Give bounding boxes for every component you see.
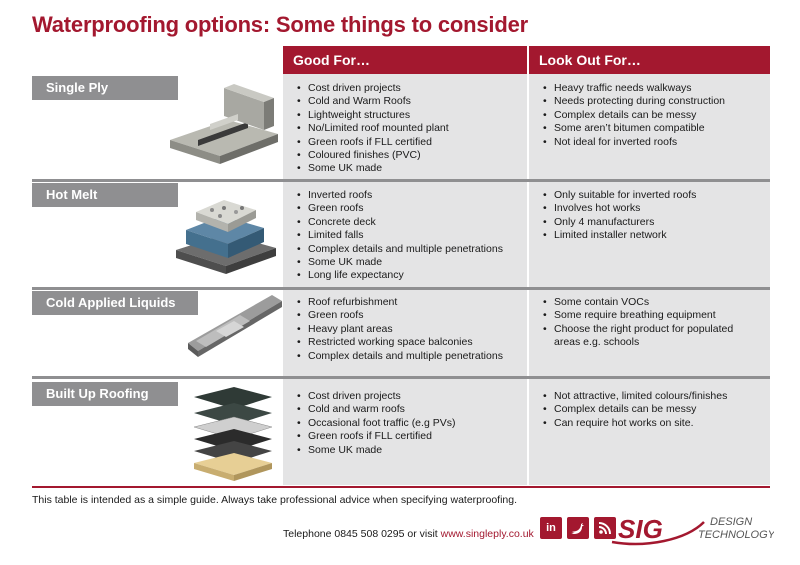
logo-line-technology: TECHNOLOGY [698,529,774,541]
list-item: Only suitable for inverted roofs [543,189,768,203]
list-item: Complex details can be messy [543,109,768,123]
built-up-roofing-illustration [193,387,273,481]
column-divider [527,74,529,485]
list-item: Concrete deck [297,216,522,230]
linkedin-icon[interactable]: in [540,517,562,539]
disclaimer-text: This table is intended as a simple guide… [32,494,518,506]
sig-design-technology-logo: SIG DESIGN TECHNOLOGY [611,514,774,546]
row-separator [32,376,770,379]
list-item: Only 4 manufacturers [543,216,768,230]
list-item: Heavy traffic needs walkways [543,82,768,96]
hot-melt-illustration [176,200,276,274]
row-label-cold-applied-liquids: Cold Applied Liquids [32,291,198,315]
list-item: Inverted roofs [297,189,522,203]
list-item: Can require hot works on site. [543,417,768,431]
list-item: Restricted working space balconies [297,336,522,350]
list-item: Some aren’t bitumen compatible [543,122,768,136]
list-item: Cold and warm roofs [297,403,522,417]
list-item: Complex details can be messy [543,403,768,417]
list-item: Green roofs if FLL certified [297,430,522,444]
cold-applied-good-for-list: Roof refurbishment Green roofs Heavy pla… [297,296,522,363]
list-item: Heavy plant areas [297,323,522,337]
rss-icon[interactable] [594,517,616,539]
row-separator [32,179,770,182]
list-item: Coloured finishes (PVC) [297,149,522,163]
row-label-single-ply: Single Ply [32,76,178,100]
list-item: Cost driven projects [297,82,522,96]
list-item: Not ideal for inverted roofs [543,136,768,150]
row-separator [32,287,770,290]
list-item: Roof refurbishment [297,296,522,310]
list-item: Limited falls [297,229,522,243]
list-item: Some require breathing equipment [543,309,743,323]
list-item: Long life expectancy [297,269,522,283]
list-item: Green roofs if FLL certified [297,136,522,150]
list-item: Cold and Warm Roofs [297,95,522,109]
row-label-built-up-roofing: Built Up Roofing [32,382,178,406]
list-item: Needs protecting during construction [543,95,768,109]
header-look-out-for: Look Out For… [529,46,770,74]
list-item: Limited installer network [543,229,768,243]
list-item: Not attractive, limited colours/finishes [543,390,768,404]
list-item: Some UK made [297,444,522,458]
list-item: Lightweight structures [297,109,522,123]
list-item: Occasional foot traffic (e.g PVs) [297,417,522,431]
cold-applied-look-out-list: Some contain VOCs Some require breathing… [543,296,743,350]
logo-line-design: DESIGN [710,516,752,528]
page-title: Waterproofing options: Some things to co… [32,12,528,37]
contact-line: Telephone 0845 508 0295 or visit www.sin… [283,528,534,540]
list-item: Some contain VOCs [543,296,743,310]
single-ply-illustration [170,84,278,164]
list-item: Some UK made [297,162,522,176]
list-item: Green roofs [297,202,522,216]
hot-melt-good-for-list: Inverted roofs Green roofs Concrete deck… [297,189,522,283]
single-ply-good-for-list: Cost driven projects Cold and Warm Roofs… [297,82,522,176]
list-item: Complex details and multiple penetration… [297,350,522,364]
list-item: No/Limited roof mounted plant [297,122,522,136]
list-item: Cost driven projects [297,390,522,404]
contact-phone: Telephone 0845 508 0295 or visit [283,528,441,540]
website-link[interactable]: www.singleply.co.uk [440,528,534,540]
row-label-hot-melt: Hot Melt [32,183,178,207]
logo-brand: SIG [618,514,663,544]
footer-rule [32,486,770,488]
cold-applied-liquids-illustration [188,295,282,357]
list-item: Complex details and multiple penetration… [297,243,522,257]
header-good-for: Good For… [283,46,527,74]
built-up-good-for-list: Cost driven projects Cold and warm roofs… [297,390,522,457]
built-up-look-out-list: Not attractive, limited colours/finishes… [543,390,768,431]
list-item: Green roofs [297,309,522,323]
list-item: Involves hot works [543,202,768,216]
twitter-bird-icon[interactable] [567,517,589,539]
single-ply-look-out-list: Heavy traffic needs walkways Needs prote… [543,82,768,149]
hot-melt-look-out-list: Only suitable for inverted roofs Involve… [543,189,768,243]
list-item: Some UK made [297,256,522,270]
list-item: Choose the right product for populated a… [543,323,743,350]
